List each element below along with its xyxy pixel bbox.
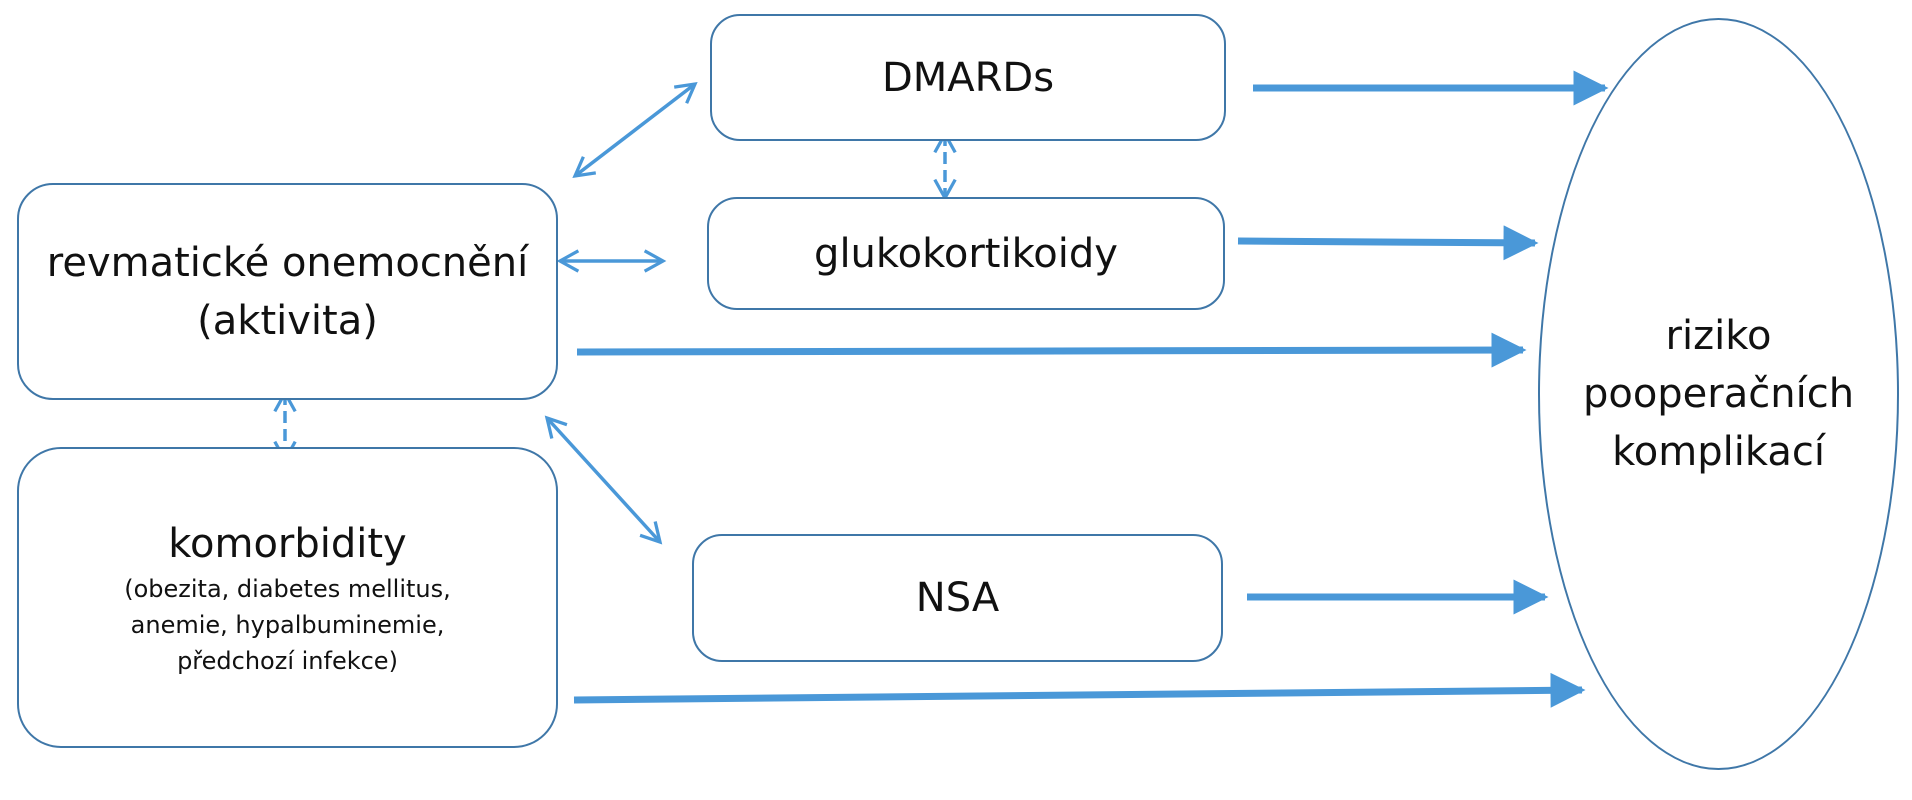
revmaticke-label-line2: (aktivita) [197,297,378,344]
revmaticke-box: revmatické onemocnění (aktivita) [17,183,558,400]
komorbidity-detail-1: (obezita, diabetes mellitus, [124,574,451,603]
arrow-glukokortikoidy-to-riziko [1237,225,1539,261]
riziko-label-line1: riziko [1665,313,1772,359]
riziko-label-line3: komplikací [1612,429,1825,475]
komorbidity-detail-3: předchozí infekce) [177,646,398,675]
arrow-komorbidity-to-riziko [573,672,1586,708]
dmards-label: DMARDs [881,54,1055,101]
riziko-ellipse: riziko pooperačních komplikací [1538,18,1899,770]
komorbidity-detail-2: anemie, hypalbuminemie, [130,610,445,639]
arrow-revmaticke-to-riziko [576,332,1527,368]
riziko-label-line2: pooperačních [1582,371,1855,417]
glukokortikoidy-box: glukokortikoidy [707,197,1225,310]
nsa-label: NSA [915,575,1000,621]
biarrow-revmaticke-dmards [572,81,698,179]
biarrow-revmaticke-nsa [544,415,663,545]
glukokortikoidy-label: glukokortikoidy [814,230,1118,277]
dmards-box: DMARDs [710,14,1226,141]
komorbidity-box: komorbidity (obezita, diabetes mellitus,… [17,447,558,748]
revmaticke-label-line1: revmatické onemocnění [46,239,529,286]
komorbidity-title: komorbidity [168,520,407,567]
nsa-box: NSA [692,534,1223,662]
